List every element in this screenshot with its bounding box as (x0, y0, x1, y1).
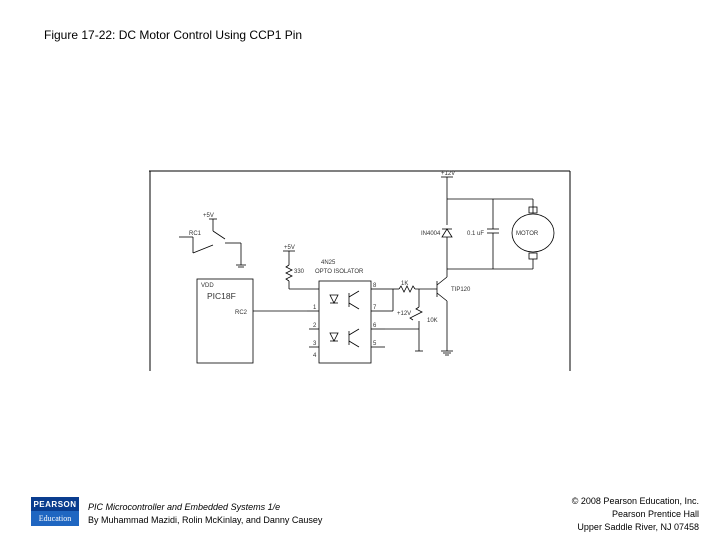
book-authors: By Muhammad Mazidi, Rolin McKinlay, and … (88, 515, 323, 525)
vcc-12-label: +12V (397, 311, 411, 317)
pic-vdd-label: VDD (201, 283, 214, 289)
motor-circuit (441, 176, 555, 270)
r-pulldown-label: 10K (427, 318, 438, 324)
book-credit: PIC Microcontroller and Embedded Systems… (88, 501, 322, 527)
pic-chip (196, 278, 254, 364)
book-title: PIC Microcontroller and Embedded Systems… (88, 502, 281, 512)
pin-2: 2 (313, 323, 317, 329)
copyright-line-3: Upper Saddle River, NJ 07458 (577, 522, 699, 532)
r330-label: 330 (294, 269, 305, 275)
pin-4: 4 (313, 353, 317, 359)
cap-label: 0.1 uF (467, 231, 484, 237)
vcc-motor-label: +12V (441, 171, 455, 177)
copyright-block: © 2008 Pearson Education, Inc. Pearson P… (572, 495, 699, 534)
pin-1: 1 (313, 305, 317, 311)
pic-name-label: PIC18F (207, 291, 236, 301)
opto-label: OPTO ISOLATOR (315, 269, 364, 275)
transistor-label: TIP120 (451, 287, 471, 293)
pearson-logo: PEARSON Education (31, 497, 79, 526)
opto-supply (283, 250, 319, 290)
switch-label: RC1 (189, 231, 202, 237)
opto-chip-id: 4N25 (321, 260, 336, 266)
logo-bottom: Education (31, 511, 79, 526)
base-drive (385, 285, 437, 351)
vcc-switch-label: +5V (203, 213, 214, 219)
transistor (415, 269, 453, 356)
pic-pin-label: RC2 (235, 310, 248, 316)
pin-6: 6 (373, 323, 377, 329)
pin-5: 5 (373, 341, 377, 347)
motor-label: MOTOR (516, 231, 539, 237)
logo-top: PEARSON (31, 497, 79, 511)
figure-title: Figure 17-22: DC Motor Control Using CCP… (44, 28, 303, 42)
pin-8: 8 (373, 283, 377, 289)
opto-chip (307, 280, 385, 364)
circuit-diagram: +5V RC1 VDD PIC18F RC2 +5V 330 (149, 169, 571, 371)
pin-7: 7 (373, 305, 377, 311)
switch-circuit (179, 218, 246, 268)
pin-3: 3 (313, 341, 317, 347)
copyright-line-1: © 2008 Pearson Education, Inc. (571, 496, 699, 506)
r-base-label: 1K (401, 281, 408, 287)
copyright-line-2: Pearson Prentice Hall (611, 509, 699, 519)
diode-label: IN4004 (421, 231, 441, 237)
diagram-frame (149, 170, 571, 371)
vcc-opto-label: +5V (284, 245, 295, 251)
